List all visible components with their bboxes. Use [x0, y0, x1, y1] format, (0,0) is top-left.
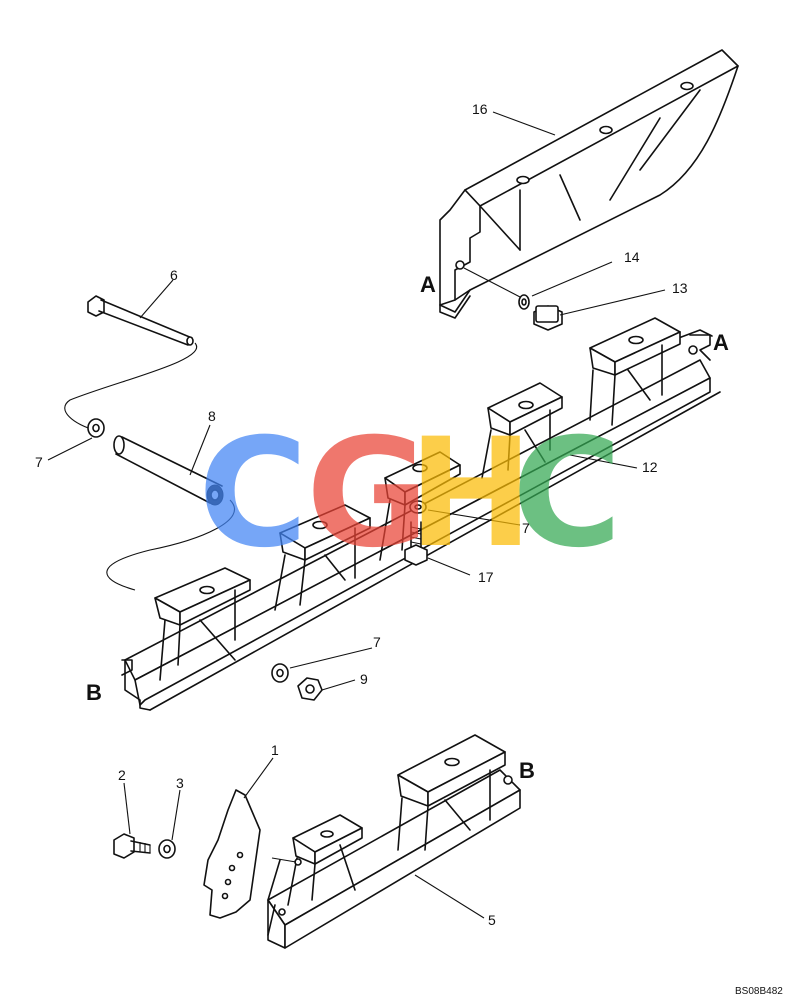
reference-label-a-rail: A: [713, 330, 729, 355]
part-2-bolt: [113, 833, 151, 859]
part-14-washer: [463, 267, 530, 310]
callout-6: 6: [170, 267, 178, 283]
part-12-main-rail: [121, 317, 721, 711]
drawing-code: BS08B482: [735, 986, 783, 997]
callout-5: 5: [488, 912, 496, 928]
callout-17: 17: [478, 569, 494, 585]
callout-7-center: 7: [522, 520, 530, 536]
part-8-sleeve: [113, 435, 224, 506]
reference-label-b-rail: B: [86, 680, 102, 705]
leader-lines: [47, 111, 666, 919]
callout-16: 16: [472, 101, 488, 117]
callout-8: 8: [208, 408, 216, 424]
part-16-rail-segment: [439, 49, 739, 319]
part-17-bolt: [404, 521, 428, 566]
part-5-lower-rail: [267, 734, 521, 949]
reference-label-b-bottom: B: [519, 758, 535, 783]
callout-9: 9: [360, 671, 368, 687]
callout-2: 2: [118, 767, 126, 783]
watermark-letter-1: C: [198, 407, 308, 581]
callout-12: 12: [642, 459, 658, 475]
watermark-letter-3: H: [408, 407, 534, 581]
callout-14: 14: [624, 249, 640, 265]
watermark-letter-4: C: [512, 407, 622, 581]
part-6-long-bolt: [87, 295, 194, 346]
part-7-washer-lower: [271, 663, 289, 683]
watermark-letter-2: G: [306, 407, 429, 581]
callout-3: 3: [176, 775, 184, 791]
callout-1: 1: [271, 742, 279, 758]
callout-7-left: 7: [35, 454, 43, 470]
part-7-washer-center: [409, 500, 427, 514]
part-13-bolt: [533, 305, 563, 331]
part-9-nut: [297, 677, 323, 701]
part-7-washer-left: [87, 418, 105, 438]
watermark-logo: C G H C: [198, 407, 622, 581]
reference-label-a-top: A: [420, 272, 436, 297]
part-3-washer: [158, 839, 176, 859]
part-1-plate: [203, 789, 261, 919]
assembly-guide-line: [64, 342, 236, 591]
callout-13: 13: [672, 280, 688, 296]
callout-7-lower: 7: [373, 634, 381, 650]
